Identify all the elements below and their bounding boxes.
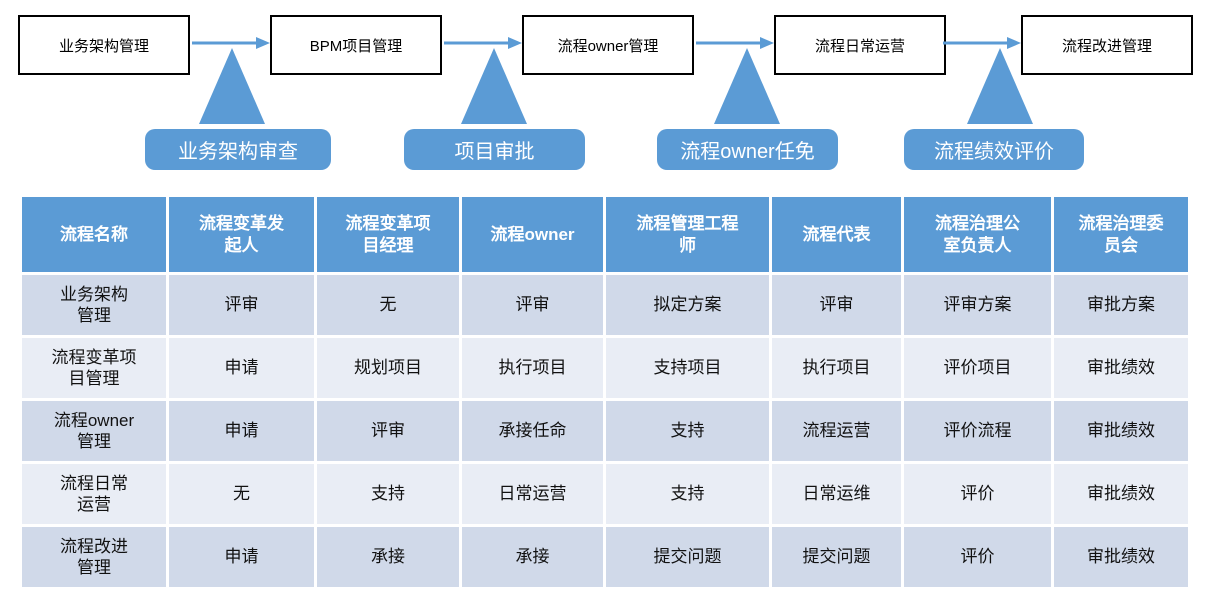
flow-step-bpm-project: BPM项目管理 [270, 15, 442, 75]
row-name-cell: 业务架构 管理 [22, 275, 166, 335]
table-cell: 申请 [169, 401, 314, 461]
table-cell: 拟定方案 [606, 275, 769, 335]
table-cell: 规划项目 [317, 338, 459, 398]
raci-table: 流程名称 流程变革发 起人 流程变革项 目经理 流程owner 流程管理工程 师… [22, 197, 1188, 587]
table-cell: 无 [317, 275, 459, 335]
table-cell: 评审 [462, 275, 603, 335]
table-cell: 评审 [317, 401, 459, 461]
table-cell: 审批方案 [1054, 275, 1188, 335]
table-cell: 支持 [317, 464, 459, 524]
flow-arrow-icon [943, 37, 1021, 49]
flow-arrow-icon [696, 37, 774, 49]
table-cell: 评价项目 [904, 338, 1051, 398]
table-cell: 审批绩效 [1054, 401, 1188, 461]
table-cell: 无 [169, 464, 314, 524]
table-cell: 评审 [772, 275, 901, 335]
row-name-cell: 流程改进 管理 [22, 527, 166, 587]
table-cell: 评价 [904, 527, 1051, 587]
callout-triangle-icon [967, 48, 1033, 124]
flow-step-improvement: 流程改进管理 [1021, 15, 1193, 75]
col-header-change-pm: 流程变革项 目经理 [317, 197, 459, 272]
table-cell: 执行项目 [772, 338, 901, 398]
table-cell: 流程运营 [772, 401, 901, 461]
col-header-process-name: 流程名称 [22, 197, 166, 272]
flow-step-daily-operation: 流程日常运营 [774, 15, 946, 75]
table-cell: 审批绩效 [1054, 338, 1188, 398]
table-cell: 支持 [606, 401, 769, 461]
table-cell: 审批绩效 [1054, 464, 1188, 524]
callout-triangle-icon [199, 48, 265, 124]
table-cell: 承接 [462, 527, 603, 587]
table-cell: 提交问题 [772, 527, 901, 587]
table-cell: 支持项目 [606, 338, 769, 398]
table-cell: 评审 [169, 275, 314, 335]
flow-arrow-icon [444, 37, 522, 49]
callout-triangle-icon [461, 48, 527, 124]
table-cell: 支持 [606, 464, 769, 524]
table-cell: 提交问题 [606, 527, 769, 587]
callout-architecture-review: 业务架构审查 [145, 129, 331, 170]
table-cell: 评价流程 [904, 401, 1051, 461]
table-cell: 日常运营 [462, 464, 603, 524]
col-header-process-engineer: 流程管理工程 师 [606, 197, 769, 272]
col-header-governance-committee: 流程治理委 员会 [1054, 197, 1188, 272]
row-name-cell: 流程日常 运营 [22, 464, 166, 524]
flow-arrow-icon [192, 37, 270, 49]
callout-owner-appointment: 流程owner任免 [657, 129, 838, 170]
row-name-cell: 流程owner 管理 [22, 401, 166, 461]
col-header-governance-office: 流程治理公 室负责人 [904, 197, 1051, 272]
table-cell: 审批绩效 [1054, 527, 1188, 587]
col-header-process-owner: 流程owner [462, 197, 603, 272]
flow-step-process-owner: 流程owner管理 [522, 15, 694, 75]
flow-step-business-architecture: 业务架构管理 [18, 15, 190, 75]
row-name-cell: 流程变革项 目管理 [22, 338, 166, 398]
callout-triangle-icon [714, 48, 780, 124]
col-header-change-initiator: 流程变革发 起人 [169, 197, 314, 272]
table-cell: 日常运维 [772, 464, 901, 524]
callout-performance-eval: 流程绩效评价 [904, 129, 1084, 170]
table-cell: 执行项目 [462, 338, 603, 398]
table-cell: 承接 [317, 527, 459, 587]
table-cell: 申请 [169, 527, 314, 587]
table-cell: 评价 [904, 464, 1051, 524]
callout-project-approval: 项目审批 [404, 129, 585, 170]
table-cell: 申请 [169, 338, 314, 398]
col-header-process-rep: 流程代表 [772, 197, 901, 272]
table-cell: 评审方案 [904, 275, 1051, 335]
table-cell: 承接任命 [462, 401, 603, 461]
